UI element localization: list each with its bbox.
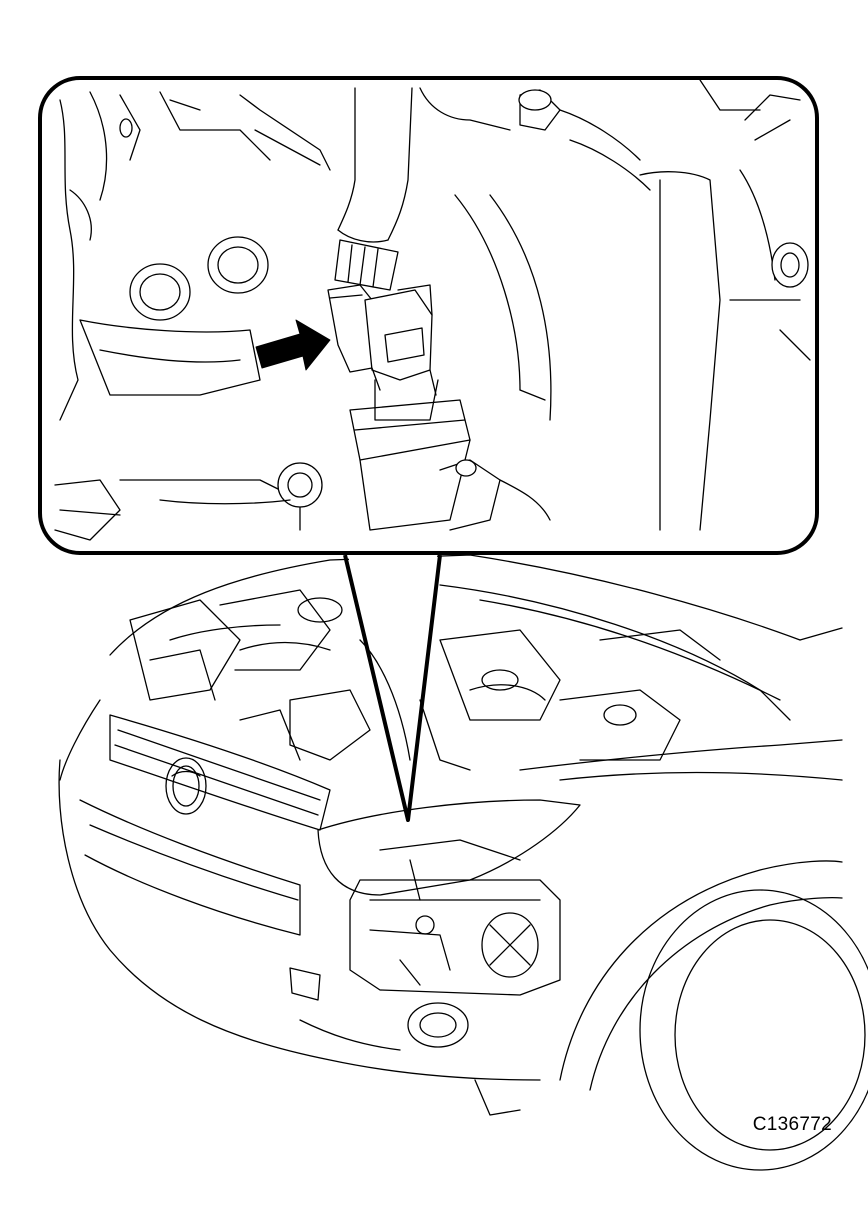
connector	[327, 239, 551, 531]
engine-bay	[129, 589, 721, 771]
figure-id-label: C136772	[752, 1114, 832, 1135]
detail-view	[38, 76, 819, 555]
component-location	[349, 839, 561, 996]
callout-pointer	[343, 554, 442, 822]
arrow-right-icon	[255, 319, 331, 371]
vehicle-front-view	[58, 554, 868, 1171]
